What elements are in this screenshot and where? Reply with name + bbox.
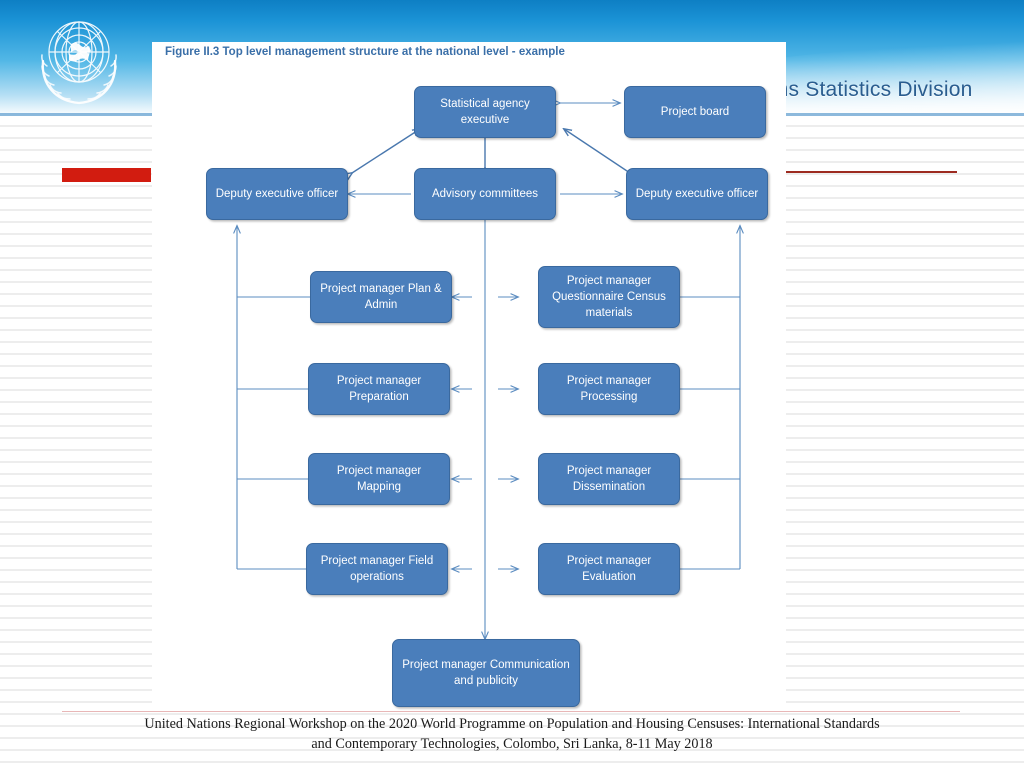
org-chart-diagram: Statistical agency executive Project boa… <box>152 42 786 707</box>
node-pm-plan-admin[interactable]: Project manager Plan & Admin <box>310 271 452 323</box>
node-label: Deputy executive officer <box>635 187 759 200</box>
node-pm-communication-and-publicity[interactable]: Project manager Communication and public… <box>392 639 580 707</box>
node-label: Deputy executive officer <box>215 187 339 200</box>
node-advisory-committees[interactable]: Advisory committees <box>414 168 556 220</box>
node-label: Project manager Questionnaire Census mat… <box>552 274 666 320</box>
footer-divider-rule <box>62 711 960 712</box>
red-accent-line <box>760 171 957 173</box>
node-label: Project manager Plan & Admin <box>320 282 442 311</box>
node-label: Project manager Evaluation <box>566 554 652 583</box>
node-pm-dissemination[interactable]: Project manager Dissemination <box>538 453 680 505</box>
figure-panel: Figure II.3 Top level management structu… <box>152 42 786 707</box>
node-pm-evaluation[interactable]: Project manager Evaluation <box>538 543 680 595</box>
node-label: Project manager Communication and public… <box>402 658 570 687</box>
node-label: Project manager Processing <box>566 374 652 403</box>
node-pm-mapping[interactable]: Project manager Mapping <box>308 453 450 505</box>
node-label: Project board <box>660 105 730 118</box>
node-deputy-executive-officer-right[interactable]: Deputy executive officer <box>626 168 768 220</box>
organization-title: ations Statistics Division <box>742 78 973 101</box>
node-project-board[interactable]: Project board <box>624 86 766 138</box>
node-pm-questionnaire-census-materials[interactable]: Project manager Questionnaire Census mat… <box>538 266 680 328</box>
node-pm-processing[interactable]: Project manager Processing <box>538 363 680 415</box>
node-pm-field-operations[interactable]: Project manager Field operations <box>306 543 448 595</box>
node-label: Project manager Preparation <box>336 374 422 403</box>
un-emblem-logo <box>27 6 131 110</box>
slide-footer: United Nations Regional Workshop on the … <box>0 714 1024 754</box>
node-pm-preparation[interactable]: Project manager Preparation <box>308 363 450 415</box>
footer-line-1: United Nations Regional Workshop on the … <box>144 716 880 732</box>
red-accent-bar <box>62 168 151 182</box>
node-label: Project manager Dissemination <box>566 464 652 493</box>
diagram-connectors <box>152 42 786 707</box>
node-label: Project manager Mapping <box>336 464 422 493</box>
node-statistical-agency-executive[interactable]: Statistical agency executive <box>414 86 556 138</box>
node-label: Statistical agency executive <box>440 97 530 126</box>
node-deputy-executive-officer-left[interactable]: Deputy executive officer <box>206 168 348 220</box>
footer-line-2: and Contemporary Technologies, Colombo, … <box>311 736 713 753</box>
node-label: Advisory committees <box>431 187 539 200</box>
node-label: Project manager Field operations <box>320 554 434 583</box>
figure-caption: Figure II.3 Top level management structu… <box>165 46 565 58</box>
